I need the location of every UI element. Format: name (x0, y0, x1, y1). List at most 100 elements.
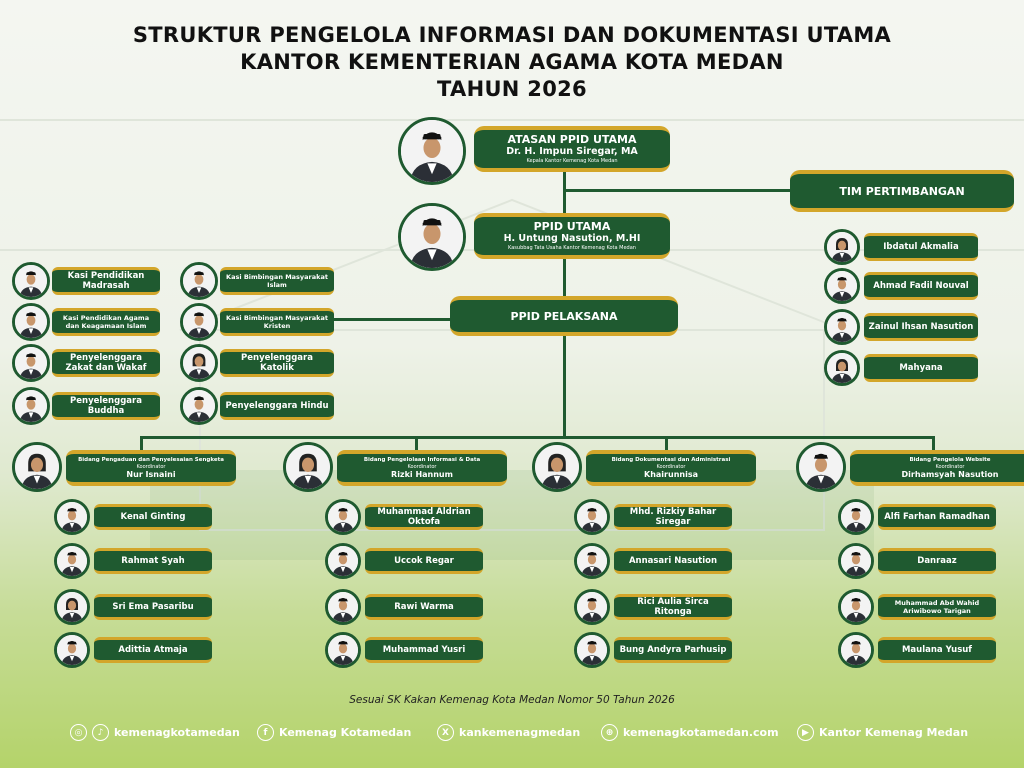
bidang-member-name: Kenal Ginting (94, 504, 212, 530)
bidang-member-photo (325, 499, 361, 535)
pelaksana-right-photo (180, 344, 218, 382)
bidang-member-name: Alfi Farhan Ramadhan (878, 504, 996, 530)
bidang-role: Koordinator (136, 463, 166, 470)
social-label: Kemenag Kotamedan (279, 726, 412, 739)
ppid-utama-role: PPID UTAMA (533, 220, 611, 233)
youtube-icon: ▶ (797, 724, 814, 741)
bidang-member-photo (838, 632, 874, 668)
ppid-utama-photo (398, 203, 466, 271)
tim-member-photo (824, 309, 860, 345)
bidang-member-photo (325, 543, 361, 579)
atasan-name: Dr. H. Impun Siregar, MA (506, 146, 638, 157)
connector-bidang-1 (140, 436, 143, 456)
bidang-member-photo (574, 632, 610, 668)
tim-member-photo (824, 229, 860, 265)
pelaksana-right-photo (180, 387, 218, 425)
bidang-role: Koordinator (935, 463, 965, 470)
footer-note: Sesuai SK Kakan Kemenag Kota Medan Nomor… (349, 694, 675, 706)
bidang-member-name: Sri Ema Pasaribu (94, 594, 212, 620)
bidang-member-name: Muhammad Yusri (365, 637, 483, 663)
bidang-member-photo (574, 589, 610, 625)
connector-bidang-4 (932, 436, 935, 456)
atasan-photo (398, 117, 466, 185)
bidang-member-name: Rici Aulia Sirca Ritonga (614, 594, 732, 620)
bidang-coordinator-photo (532, 442, 582, 492)
social-label: Kantor Kemenag Medan (819, 726, 969, 739)
atasan-position: Kepala Kantor Kemenag Kota Medan (526, 158, 618, 164)
tim-pertimbangan-box: TIM PERTIMBANGAN (790, 170, 1014, 212)
bidang-role: Koordinator (407, 463, 437, 470)
bidang-coordinator: Nur Isnaini (126, 469, 176, 479)
bidang-member-name: Adittia Atmaja (94, 637, 212, 663)
connector-pelaksana-down (563, 334, 566, 438)
pelaksana-left-photo (12, 344, 50, 382)
bidang-member-name: Annasari Nasution (614, 548, 732, 574)
bidang-member-photo (54, 589, 90, 625)
bidang-member-photo (54, 499, 90, 535)
ppid-pelaksana-box: PPID PELAKSANA (450, 296, 678, 336)
bidang-member-photo (325, 589, 361, 625)
bidang-title: Bidang Pengelolaan Informasi & Data (363, 456, 481, 463)
bidang-box: Bidang Pengaduan dan Penyelesaian Sengke… (66, 450, 236, 486)
tiktok-icon: ♪ (92, 724, 109, 741)
connector-bidang-2 (415, 436, 418, 456)
pelaksana-left-label: Kasi Pendidikan Agama dan Keagamaan Isla… (52, 308, 160, 336)
bidang-member-photo (574, 499, 610, 535)
tim-member-name: Mahyana (864, 354, 978, 382)
bidang-member-name: Rawi Warma (365, 594, 483, 620)
pelaksana-left-label: Penyelenggara Zakat dan Wakaf (52, 349, 160, 377)
pelaksana-right-label: Kasi Bimbingan Masyarakat Islam (220, 267, 334, 295)
pelaksana-left-label: Penyelenggara Buddha (52, 392, 160, 420)
bidang-member-photo (838, 499, 874, 535)
bidang-member-name: Muhammad Aldrian Oktofa (365, 504, 483, 530)
page-title-line2: KANTOR KEMENTERIAN AGAMA KOTA MEDAN (240, 50, 784, 74)
pelaksana-right-label: Kasi Bimbingan Masyarakat Kristen (220, 308, 334, 336)
ppid-utama-position: Kasubbag Tata Usaha Kantor Kemenag Kota … (508, 245, 636, 251)
ppid-pelaksana-label: PPID PELAKSANA (510, 309, 618, 323)
connector-pelaksana-left (330, 318, 460, 321)
social-label: kemenagkotamedan (114, 726, 240, 739)
bidang-coordinator-photo (283, 442, 333, 492)
tim-member-photo (824, 268, 860, 304)
pelaksana-right-photo (180, 262, 218, 300)
social-link[interactable]: ⊕ kemenagkotamedan.com (601, 724, 779, 741)
bidang-coordinator: Khairunnisa (644, 469, 698, 479)
social-link[interactable]: ▶ Kantor Kemenag Medan (797, 724, 968, 741)
globe-icon: ⊕ (601, 724, 618, 741)
page-title-line1: STRUKTUR PENGELOLA INFORMASI DAN DOKUMEN… (132, 23, 892, 47)
pelaksana-left-label: Kasi Pendidikan Madrasah (52, 267, 160, 295)
bidang-member-photo (54, 543, 90, 579)
connector-tim (563, 189, 803, 192)
bidang-member-photo (838, 589, 874, 625)
pelaksana-left-photo (12, 303, 50, 341)
bidang-title: Bidang Pengelola Website (909, 456, 991, 463)
bidang-member-name: Muhammad Abd Wahid Ariwibowo Tarigan (878, 594, 996, 620)
bidang-coordinator: Rizki Hannum (391, 469, 453, 479)
ppid-utama-box: PPID UTAMA H. Untung Nasution, M.HI Kasu… (474, 213, 670, 259)
bidang-member-name: Rahmat Syah (94, 548, 212, 574)
social-label: kankemenagmedan (459, 726, 581, 739)
bidang-member-name: Bung Andyra Parhusip (614, 637, 732, 663)
tim-pertimbangan-label: TIM PERTIMBANGAN (839, 184, 965, 198)
pelaksana-right-photo (180, 303, 218, 341)
bidang-coordinator-photo (12, 442, 62, 492)
ppid-utama-name: H. Untung Nasution, M.HI (503, 233, 641, 244)
bidang-coordinator-photo (796, 442, 846, 492)
bidang-role: Koordinator (656, 463, 686, 470)
tim-member-name: Ibdatul Akmalia (864, 233, 978, 261)
social-label: kemenagkotamedan.com (623, 726, 779, 739)
tim-member-photo (824, 350, 860, 386)
bidang-member-name: Mhd. Rizkiy Bahar Siregar (614, 504, 732, 530)
social-link[interactable]: ◎♪kemenagkotamedan (70, 724, 240, 741)
connector-bidang-3 (665, 436, 668, 456)
pelaksana-left-photo (12, 387, 50, 425)
bidang-title: Bidang Pengaduan dan Penyelesaian Sengke… (78, 456, 224, 463)
atasan-box: ATASAN PPID UTAMA Dr. H. Impun Siregar, … (474, 126, 670, 172)
pelaksana-left-photo (12, 262, 50, 300)
